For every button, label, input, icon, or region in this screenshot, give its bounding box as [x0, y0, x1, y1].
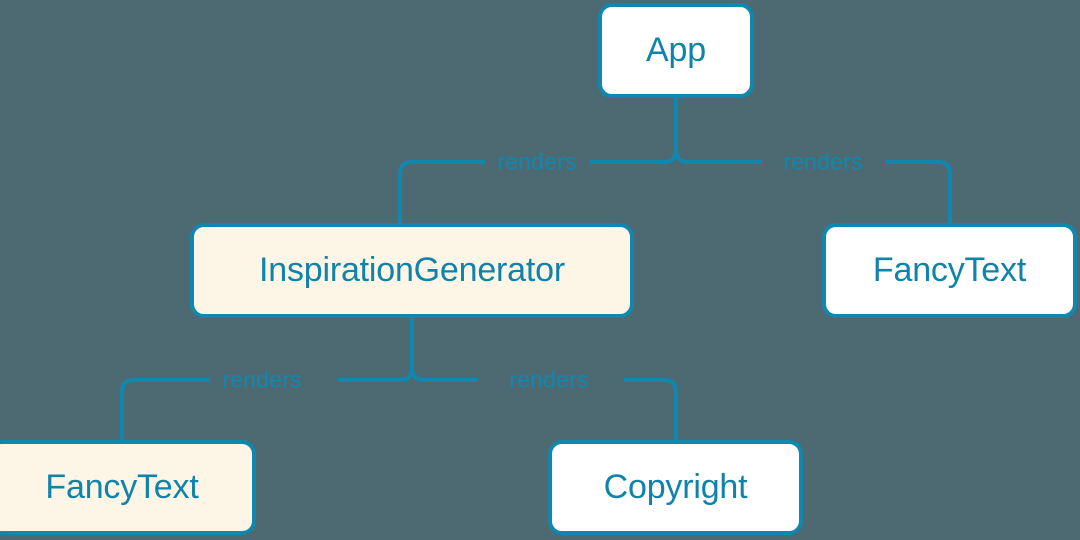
- node-fancytext-left-label: FancyText: [45, 468, 199, 506]
- node-inspiration-generator[interactable]: InspirationGenerator: [190, 223, 634, 318]
- node-copyright[interactable]: Copyright: [548, 440, 803, 535]
- edge-label-inspiration-generator-to-fancytext-left: renders: [222, 366, 302, 393]
- node-app[interactable]: App: [598, 3, 754, 98]
- node-fancytext-left[interactable]: FancyText: [0, 440, 256, 535]
- node-copyright-label: Copyright: [603, 468, 748, 506]
- node-app-label: App: [646, 31, 706, 69]
- edge-label-inspiration-generator-to-copyright: renders: [509, 366, 589, 393]
- edge-label-app-to-inspiration-generator: renders: [497, 148, 577, 175]
- node-fancytext-right[interactable]: FancyText: [822, 223, 1077, 318]
- node-fancytext-right-label: FancyText: [872, 251, 1027, 289]
- edge-label-app-to-fancytext-right: renders: [783, 148, 863, 175]
- edge-inspiration-generator-to-copyright: [410, 318, 678, 440]
- edge-app-to-fancytext-right: [674, 98, 952, 223]
- node-inspiration-generator-label: InspirationGenerator: [259, 251, 565, 289]
